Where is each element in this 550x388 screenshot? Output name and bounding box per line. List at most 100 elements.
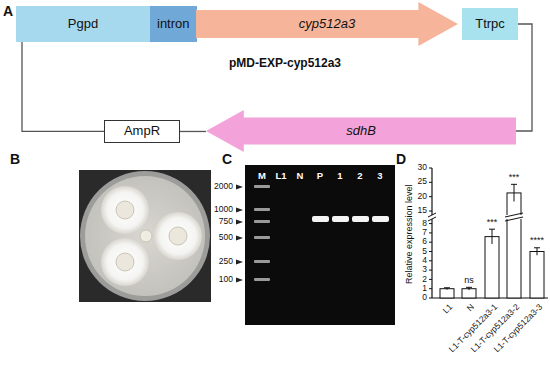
- lane-label: P: [317, 171, 323, 182]
- pcr-band: [312, 216, 389, 222]
- marker-size: 1000: [214, 205, 233, 215]
- plasmid-name: pMD-EXP-cyp512a3: [229, 57, 341, 71]
- lane-label: L1: [275, 171, 286, 182]
- tick-label: 15: [418, 206, 427, 216]
- center-disk: [140, 230, 152, 242]
- axis-tick: [429, 260, 432, 261]
- lane-label: 2: [357, 171, 362, 182]
- error-bar: [492, 229, 493, 244]
- marker-pointer: [236, 220, 243, 225]
- pcr-band: [312, 216, 329, 222]
- error-bar: [514, 184, 515, 201]
- error-bar: [466, 287, 472, 288]
- error-bar: [444, 288, 450, 290]
- error-bar: [511, 184, 517, 185]
- marker-pointer: [236, 208, 243, 213]
- node-label: intron: [157, 17, 190, 32]
- axis-tick: [429, 288, 432, 289]
- expression-bar: [440, 289, 454, 298]
- promoter-box: Pgpd: [16, 6, 150, 42]
- category-label: L1: [441, 303, 455, 317]
- backbone-line: [22, 42, 104, 131]
- panel-letter: A: [3, 3, 13, 19]
- tick-label: 0: [422, 293, 427, 303]
- marker-pointer: [236, 185, 243, 190]
- marker-pointer: [236, 185, 243, 283]
- pcr-band: [372, 216, 389, 222]
- expression-bar: [530, 252, 544, 299]
- inoculum-disk: [116, 253, 134, 271]
- axis-tick: [429, 298, 432, 299]
- ladder-band: [254, 236, 270, 239]
- pcr-band: [332, 216, 349, 222]
- marker-size: 250: [219, 257, 233, 267]
- axis-tick: [429, 168, 432, 169]
- error-bar: [466, 287, 472, 290]
- error-bar: [534, 248, 540, 255]
- fungal-colony: [101, 186, 202, 286]
- marker-pointer: [236, 260, 243, 265]
- bar-break: [505, 217, 523, 221]
- axis-tick: [429, 251, 432, 252]
- axis-break: [428, 213, 436, 217]
- panel-letter: D: [396, 151, 406, 167]
- ladder-band: [254, 208, 270, 211]
- lane-label: 1: [337, 171, 342, 182]
- axis-tick: [429, 182, 432, 183]
- dish-rim: [80, 171, 210, 301]
- agarose-gel: [236, 165, 395, 325]
- axis-tick: [429, 279, 432, 280]
- ladder-band: [254, 278, 270, 281]
- node-label: Pgpd: [68, 17, 98, 32]
- panel-letter: C: [222, 151, 232, 167]
- tick-label: 20: [418, 192, 427, 202]
- marker-size: 2000: [214, 182, 233, 192]
- gene-arrow: cyp512a3: [196, 2, 458, 46]
- ladder-band: [254, 260, 270, 263]
- marker-pointer: [236, 236, 243, 241]
- significance-mark: ns: [464, 275, 474, 285]
- error-bar: [537, 248, 538, 255]
- tick-label: 5: [422, 247, 427, 257]
- photo-background: [79, 170, 211, 302]
- ladder-band: [254, 220, 270, 223]
- colony: [101, 238, 149, 286]
- significance-mark: ****: [530, 235, 544, 245]
- gel-background: [245, 165, 395, 325]
- tick-label: 6: [422, 237, 427, 247]
- tick-label: 8: [422, 219, 427, 229]
- marker-size: 750: [219, 217, 233, 227]
- colony: [154, 212, 202, 260]
- ladder-band: [254, 185, 270, 188]
- petri-dish-photo: [79, 170, 211, 302]
- tick-label: 3: [422, 265, 427, 275]
- bar-break: [505, 213, 523, 217]
- node-label: Ttrpc: [475, 17, 505, 32]
- significance-mark: ***: [487, 217, 498, 227]
- tick-label: 30: [418, 163, 427, 173]
- gene-arrow: sdhB: [206, 110, 516, 152]
- colony: [101, 186, 149, 234]
- axis-tick: [429, 211, 432, 212]
- error-bar: [511, 184, 517, 201]
- tick-label: 1: [422, 284, 427, 294]
- y-axis: [431, 168, 432, 215]
- lane-label: N: [297, 171, 304, 182]
- tick-label: 4: [422, 256, 427, 266]
- expression-bar: [485, 237, 499, 298]
- terminator-box: Ttrpc: [462, 8, 518, 40]
- marker-size: 100: [219, 275, 233, 285]
- axis-break: [428, 217, 436, 221]
- axis-tick: [429, 242, 432, 243]
- node-label: AmpR: [124, 124, 160, 139]
- panel-letter: B: [10, 151, 20, 167]
- node-label: sdhB: [346, 124, 376, 139]
- ladder-band: [254, 185, 270, 281]
- arrow-shape: [196, 2, 458, 46]
- error-bar: [444, 287, 450, 288]
- axis-tick: [429, 223, 432, 224]
- bar-break: [505, 215, 523, 219]
- pcr-band: [352, 216, 369, 222]
- lane-label: M: [258, 171, 266, 182]
